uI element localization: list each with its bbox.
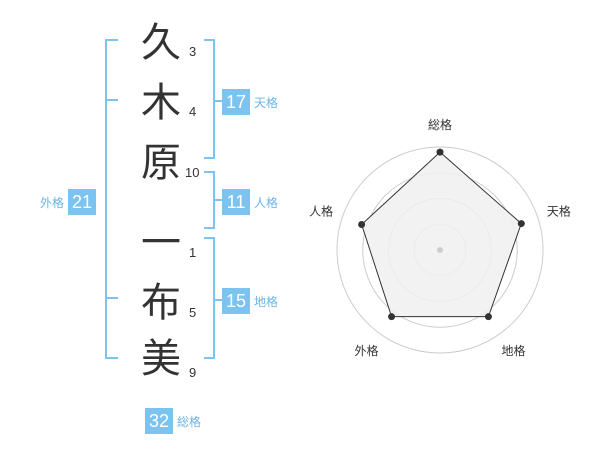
chikaku-value: 15 (222, 288, 250, 314)
stroke-count-2: 4 (189, 104, 197, 119)
soukaku-value: 32 (145, 408, 173, 434)
badge-soukaku: 32 総格 (145, 408, 201, 434)
radar-center (437, 247, 443, 253)
bracket-gaikaku (105, 39, 118, 359)
radar-point-5 (358, 221, 366, 229)
radar-ring-4 (336, 146, 544, 354)
stroke-count-4: 1 (189, 245, 197, 260)
radar-axis-label-1: 総格 (428, 117, 452, 132)
name-char-6: 美 (141, 336, 181, 382)
gaikaku-value: 21 (68, 189, 97, 215)
tenkaku-value: 17 (222, 89, 250, 115)
stroke-count-1: 3 (189, 44, 197, 59)
radar-axis-label-2: 天格 (547, 203, 571, 218)
badge-tenkaku: 17 天格 (222, 89, 278, 115)
stroke-count-5: 5 (189, 305, 197, 320)
name-char-3: 原 (141, 140, 181, 186)
jinkaku-value: 11 (222, 189, 250, 215)
radar-axis-label-5: 人格 (309, 203, 333, 218)
radar-axis-label-3: 地格 (501, 343, 525, 358)
stroke-count-3: 10 (185, 165, 200, 180)
tenkaku-label: 天格 (254, 95, 279, 110)
bracket-tenkaku (204, 39, 215, 159)
radar-point-1 (436, 148, 444, 156)
name-char-1: 久 (141, 20, 181, 66)
radar-point-2 (517, 220, 525, 228)
radar-axis-label-4: 外格 (355, 343, 379, 358)
radar-polygon (361, 151, 522, 318)
soukaku-label: 総格 (177, 414, 202, 429)
badge-chikaku: 15 地格 (222, 288, 278, 314)
name-char-5: 布 (141, 280, 181, 326)
radar-point-4 (388, 313, 396, 321)
badge-jinkaku: 11 人格 (222, 189, 278, 215)
name-char-4: 一 (141, 220, 181, 266)
stroke-count-6: 9 (189, 365, 197, 380)
radar-point-3 (484, 313, 492, 321)
gaikaku-label: 外格 (40, 195, 65, 210)
jinkaku-label: 人格 (254, 195, 279, 210)
name-char-2: 木 (141, 80, 181, 126)
chikaku-label: 地格 (254, 294, 279, 309)
bracket-chikaku (204, 237, 215, 359)
badge-gaikaku: 外格 21 (40, 189, 97, 215)
